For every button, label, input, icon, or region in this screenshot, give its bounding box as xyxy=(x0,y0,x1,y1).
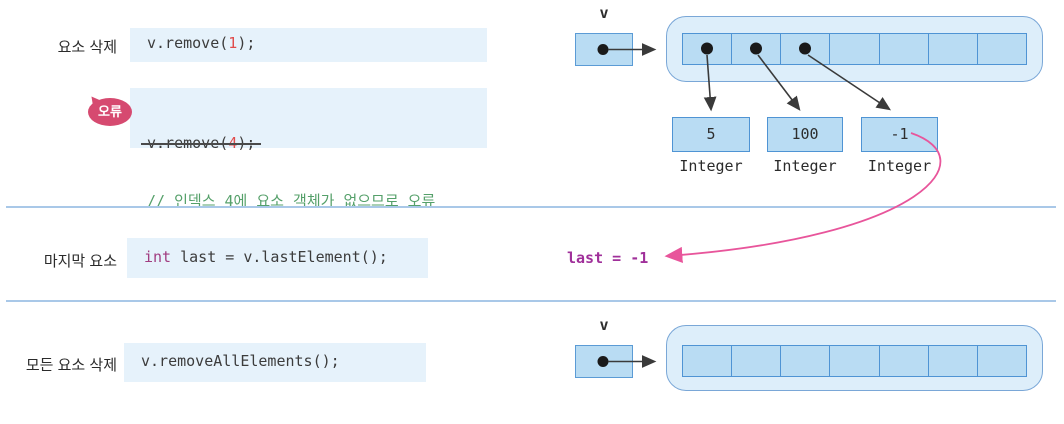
code-text: v.removeAllElements(); xyxy=(141,352,340,370)
code-text: v.remove( xyxy=(147,134,229,152)
code-text: ); xyxy=(237,134,256,152)
vector-cell xyxy=(880,34,929,64)
element-box-0: 5 xyxy=(672,117,750,152)
vector-cells-bottom xyxy=(682,345,1027,377)
code-arg: 4 xyxy=(228,134,238,152)
code-remove-all: v.removeAllElements(); xyxy=(124,343,426,382)
result-value: last = -1 xyxy=(567,249,649,267)
vector-cell xyxy=(880,346,929,376)
vector-cell xyxy=(683,34,733,64)
vector-cell xyxy=(978,34,1026,64)
vector-reference-box-bottom xyxy=(575,345,633,378)
vector-cell xyxy=(683,346,733,376)
vector-cell xyxy=(781,34,831,64)
row-remove-all-label: 모든 요소 삭제 xyxy=(25,357,117,374)
vector-reference-box-top xyxy=(575,33,633,66)
vector-cell xyxy=(781,346,831,376)
vector-ref-label-bottom: v xyxy=(599,316,609,334)
vector-cell xyxy=(929,346,978,376)
vector-cell xyxy=(732,346,782,376)
element-type-1: Integer xyxy=(773,157,837,175)
code-last-element: int last = v.lastElement(); xyxy=(127,238,428,278)
vector-cell xyxy=(830,346,880,376)
code-text: last = v.lastElement(); xyxy=(171,248,388,266)
vector-cell xyxy=(830,34,880,64)
code-arg: 1 xyxy=(228,34,238,52)
code-text: ); xyxy=(237,34,256,52)
element-type-0: Integer xyxy=(679,157,743,175)
code-comment: // 인덱스 4에 요소 객체가 없으므로 오류 xyxy=(147,192,436,210)
code-line-struck: v.remove(4); xyxy=(140,132,487,154)
section-divider xyxy=(6,206,1056,208)
row-remove-label: 요소 삭제 xyxy=(57,39,117,56)
code-text: v.remove( xyxy=(147,34,229,52)
struck-code: v.remove(4); xyxy=(140,132,262,154)
vector-cell xyxy=(978,346,1026,376)
error-badge: 오류 xyxy=(88,98,132,126)
code-remove-error: v.remove(4); // 인덱스 4에 요소 객체가 없으므로 오류 xyxy=(130,88,487,210)
vector-ref-label-top: v xyxy=(599,4,609,22)
code-keyword: int xyxy=(144,248,172,266)
vector-cells-top xyxy=(682,33,1027,65)
element-box-1: 100 xyxy=(767,117,843,152)
error-badge-label: 오류 xyxy=(98,104,122,119)
vector-cell xyxy=(732,34,782,64)
row-last-label: 마지막 요소 xyxy=(43,253,117,270)
section-divider xyxy=(6,300,1056,302)
vector-cell xyxy=(929,34,978,64)
element-type-2: Integer xyxy=(867,157,932,175)
code-remove: v.remove(1); xyxy=(130,28,487,62)
element-box-2: -1 xyxy=(861,117,938,152)
